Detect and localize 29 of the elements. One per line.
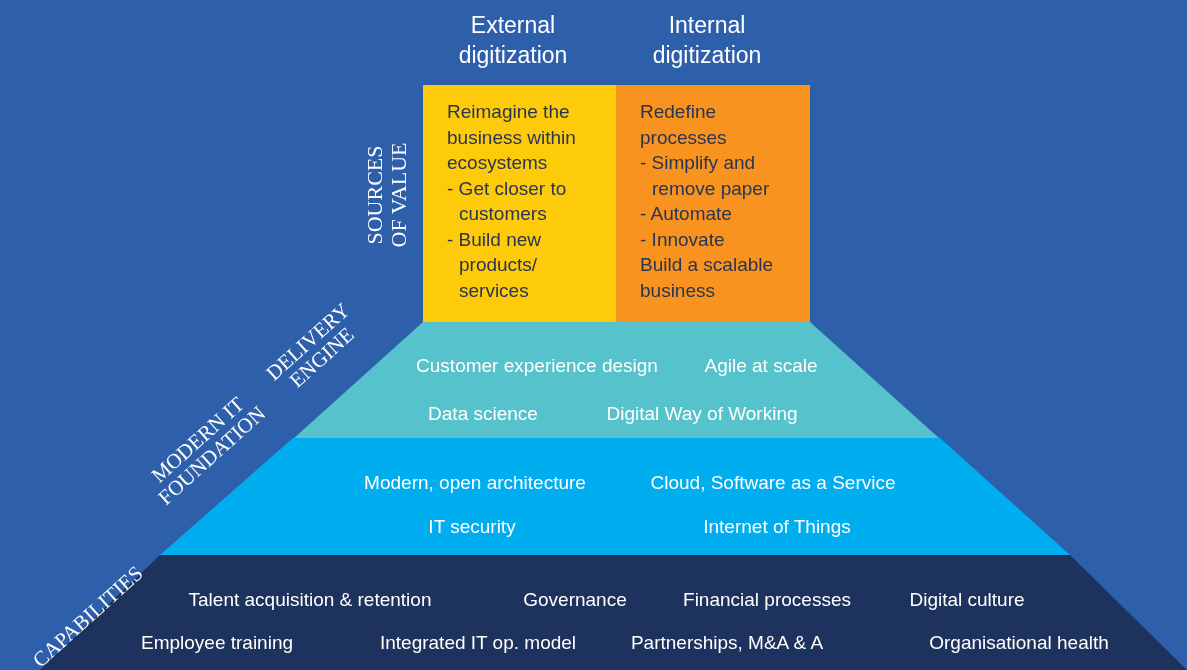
layer-item: Data science: [428, 403, 538, 425]
value-box: [423, 85, 616, 322]
layer-item: Agile at scale: [704, 355, 818, 377]
bullet-item: - Automate: [640, 202, 733, 226]
layer-item: Partnerships, M&A & A: [630, 632, 824, 654]
bullet-item: - Get closer to customers: [447, 176, 568, 226]
layer-item: Financial processes: [683, 589, 851, 611]
layer-item: Employee training: [140, 632, 294, 653]
layer-item: Integrated IT op. model: [379, 632, 577, 654]
layer-item: Organisational health: [929, 632, 1109, 654]
layer-item: Modern, open architecture: [364, 472, 586, 494]
layer-item: Digital Way of Working: [606, 403, 798, 425]
side-label: SOURCES OF VALUE: [363, 141, 411, 250]
bullet-item: - Build new products/ services: [447, 227, 542, 303]
column-heading: Internal digitization: [651, 11, 763, 70]
column-heading: External digitization: [457, 11, 569, 70]
layer-item: Cloud, Software as a Service: [650, 472, 896, 494]
layer-item: Talent acquisition & retention: [188, 589, 432, 611]
bullet-item: - Innovate: [640, 227, 726, 252]
layer-item: IT security: [428, 516, 516, 538]
layer-item: Internet of Things: [703, 516, 851, 538]
box-heading: Build a scalable business: [640, 253, 775, 303]
value-box: [616, 85, 810, 322]
layer-item: Governance: [523, 589, 627, 611]
box-heading: Reimagine the business within ecosystems: [447, 100, 577, 175]
layer-item: Customer experience design: [416, 355, 658, 377]
bullet-item: - Simplify and remove paper: [640, 151, 771, 201]
box-heading: Redefine processes: [640, 100, 728, 150]
layer-item: Digital culture: [909, 589, 1025, 611]
